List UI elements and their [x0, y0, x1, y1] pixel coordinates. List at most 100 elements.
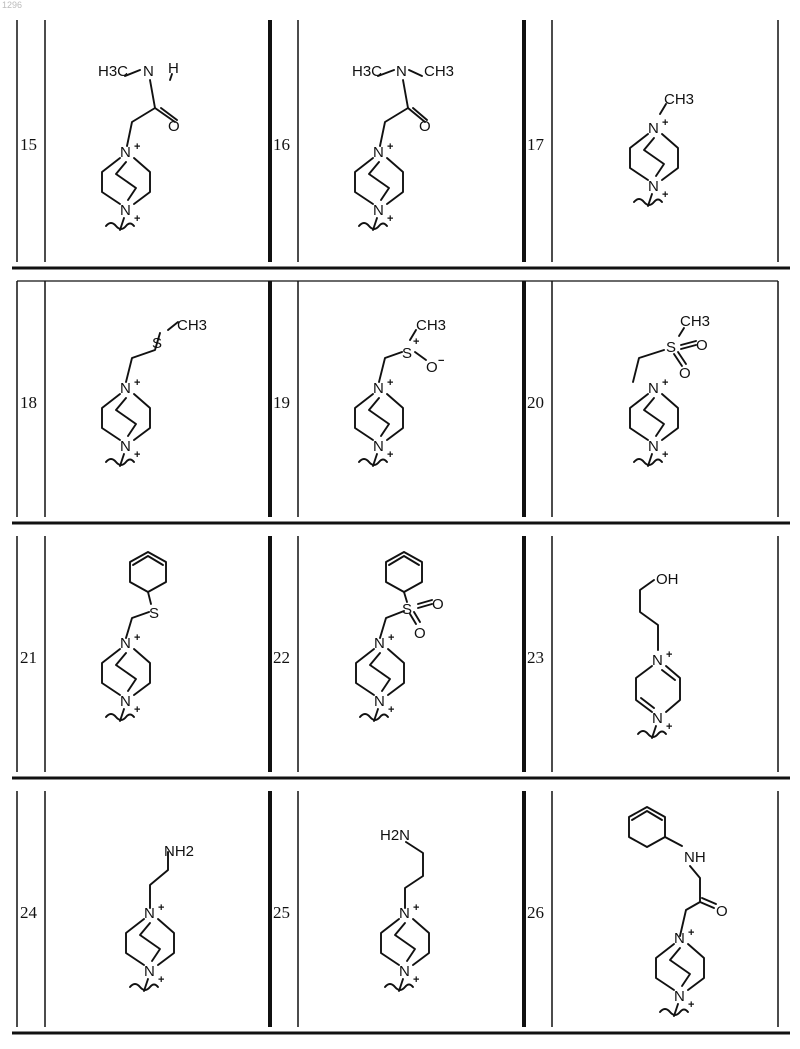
- compound-number-16: 16: [273, 135, 290, 154]
- svg-text:+: +: [413, 336, 419, 348]
- structure-25: H2N: [380, 827, 423, 908]
- compound-number-19: 19: [273, 393, 290, 412]
- cage-19: N+N+: [355, 377, 403, 466]
- label-ch3: CH3: [416, 317, 446, 334]
- svg-text:+: +: [388, 632, 394, 644]
- compound-number-21: 21: [20, 648, 37, 667]
- svg-text:+: +: [413, 902, 419, 914]
- label-oh: OH: [656, 571, 679, 588]
- cage-23: N+N+: [636, 649, 680, 738]
- label-h2n: H2N: [380, 827, 410, 844]
- label-s: S: [149, 605, 159, 622]
- label-h3c: H3C: [98, 63, 128, 80]
- atom-n-bottom: N: [374, 693, 385, 710]
- structure-17: CH3: [660, 91, 694, 114]
- label-o: O: [716, 903, 728, 920]
- label-n: N: [396, 63, 407, 80]
- label-ch3: CH3: [664, 91, 694, 108]
- structure-21: S: [126, 552, 166, 638]
- label-ch3: CH3: [177, 317, 207, 334]
- label-o1: O: [696, 337, 708, 354]
- label-o1: O: [432, 596, 444, 613]
- svg-text:+: +: [413, 974, 419, 986]
- label-o: O: [419, 118, 431, 135]
- svg-text:+: +: [158, 974, 164, 986]
- atom-n-bottom: N: [648, 438, 659, 455]
- compound-numbers: 15 16 17 18 19 20 21 22 23 24 25 26: [20, 135, 545, 922]
- svg-text:+: +: [387, 377, 393, 389]
- atom-n-bottom: N: [373, 438, 384, 455]
- cage-21: N+N+: [102, 632, 150, 721]
- svg-text:−: −: [438, 355, 444, 367]
- label-s: S: [402, 345, 412, 362]
- svg-text:+: +: [134, 213, 140, 225]
- structure-26: NH O: [629, 807, 728, 936]
- cage-26: N+N+: [656, 927, 704, 1016]
- compound-number-25: 25: [273, 903, 290, 922]
- svg-text:+: +: [134, 141, 140, 153]
- atom-n-top: N: [648, 380, 659, 397]
- svg-text:+: +: [134, 449, 140, 461]
- label-n: N: [143, 63, 154, 80]
- structure-15: H3C N H O: [98, 60, 180, 146]
- svg-text:+: +: [387, 213, 393, 225]
- svg-text:+: +: [662, 449, 668, 461]
- label-s: S: [152, 335, 162, 352]
- atom-n-bottom: N: [652, 710, 663, 727]
- label-o2: O: [679, 365, 691, 382]
- atom-n-bottom: N: [399, 963, 410, 980]
- svg-text:+: +: [134, 632, 140, 644]
- svg-text:+: +: [688, 999, 694, 1011]
- structure-23: OH: [640, 571, 679, 650]
- label-s: S: [666, 339, 676, 356]
- atom-n-bottom: N: [120, 438, 131, 455]
- cage-20: N+N+: [630, 377, 678, 466]
- label-o: O: [426, 359, 438, 376]
- cage-22: N+N+: [356, 632, 404, 721]
- cage-24: N+N+: [126, 902, 174, 991]
- svg-text:+: +: [662, 117, 668, 129]
- svg-text:+: +: [134, 704, 140, 716]
- atom-n-top: N: [120, 144, 131, 161]
- svg-text:+: +: [387, 141, 393, 153]
- label-o: O: [168, 118, 180, 135]
- atom-n-bottom: N: [674, 988, 685, 1005]
- svg-text:+: +: [662, 377, 668, 389]
- atom-n-bottom: N: [120, 693, 131, 710]
- label-s: S: [402, 601, 412, 618]
- label-nh: NH: [684, 849, 706, 866]
- svg-text:+: +: [666, 721, 672, 733]
- svg-text:+: +: [158, 902, 164, 914]
- cage-25: N+N+: [381, 902, 429, 991]
- cage-structures: N+N+N+N+N+N+N+N+N+N+N+N+N+N+N+N+N+N+N+N+…: [102, 117, 704, 1016]
- label-h: H: [168, 60, 179, 77]
- svg-text:+: +: [387, 449, 393, 461]
- atom-n-top: N: [674, 930, 685, 947]
- svg-text:+: +: [662, 189, 668, 201]
- atom-n-top: N: [373, 144, 384, 161]
- compound-number-24: 24: [20, 903, 38, 922]
- cage-17: N+N+: [630, 117, 678, 206]
- atom-n-bottom: N: [120, 202, 131, 219]
- structure-20: S CH3 O O: [633, 313, 710, 382]
- cage-15: N+N+: [102, 141, 150, 230]
- svg-text:+: +: [666, 649, 672, 661]
- atom-n-bottom: N: [144, 963, 155, 980]
- compound-number-22: 22: [273, 648, 290, 667]
- structure-18: S CH3: [126, 317, 207, 382]
- atom-n-bottom: N: [648, 178, 659, 195]
- structure-16: H3C N CH3 O: [352, 63, 454, 146]
- compound-number-26: 26: [527, 903, 544, 922]
- label-nh2: NH2: [164, 843, 194, 860]
- label-o2: O: [414, 625, 426, 642]
- label-h3c: H3C: [352, 63, 382, 80]
- compound-number-18: 18: [20, 393, 37, 412]
- compound-number-17: 17: [527, 135, 545, 154]
- compound-number-15: 15: [20, 135, 37, 154]
- cage-18: N+N+: [102, 377, 150, 466]
- svg-text:+: +: [688, 927, 694, 939]
- structure-19: S + CH3 O −: [379, 317, 446, 382]
- svg-text:+: +: [388, 704, 394, 716]
- structure-24: NH2: [150, 843, 194, 908]
